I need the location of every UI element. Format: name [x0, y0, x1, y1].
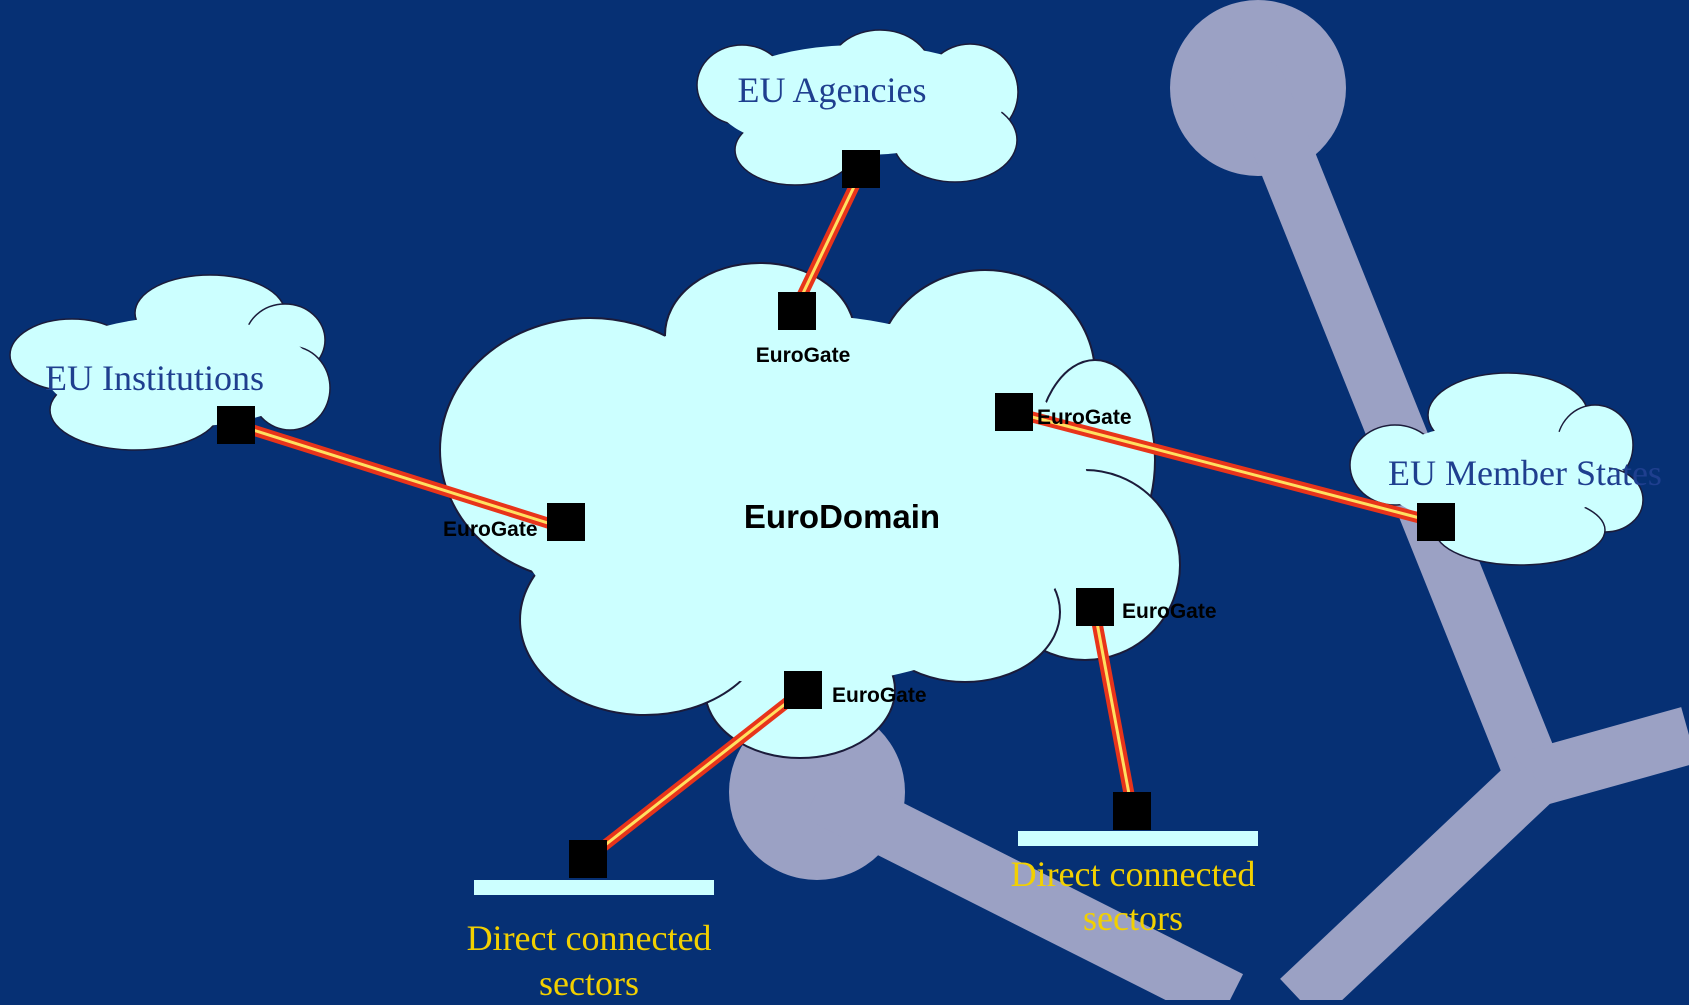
gateway-node-member-states-cloud: [1417, 503, 1455, 541]
eu-institutions-cloud: [9, 274, 331, 451]
gateway-node-eurogate-right-lower: [1076, 588, 1114, 626]
eu-institutions-label: EU Institutions: [45, 358, 264, 398]
gateway-node-sector-right: [1113, 792, 1151, 830]
eu-agencies-label: EU Agencies: [738, 70, 927, 110]
eurogate-label-left: EuroGate: [443, 518, 538, 541]
eurodomain-label: EuroDomain: [744, 498, 940, 535]
gateway-node-eurogate-top: [778, 292, 816, 330]
link-agencies: [790, 167, 867, 313]
sector-bar-right: [1018, 831, 1258, 846]
sector-left-label-line2: sectors: [539, 963, 639, 1000]
gateway-node-eurogate-bottom: [784, 671, 822, 709]
eu-member-states-label: EU Member States: [1388, 453, 1662, 493]
link-sector-left: [582, 685, 807, 865]
link-member-states: [1011, 406, 1437, 528]
eurogate-label-top: EuroGate: [756, 344, 851, 367]
sector-right-label-line1: Direct connected: [1011, 854, 1256, 894]
gateway-node-eurogate-left: [547, 503, 585, 541]
gateway-node-institutions-cloud: [217, 406, 255, 444]
gateway-node-sector-left: [569, 840, 607, 878]
gateway-node-agencies-cloud: [842, 150, 880, 188]
eurogate-label-bottom: EuroGate: [832, 684, 927, 707]
sector-bar-left: [474, 880, 714, 895]
gateway-nodes: [217, 150, 1455, 878]
sector-left-label-line1: Direct connected: [467, 918, 712, 958]
sector-right-label-line2: sectors: [1083, 898, 1183, 938]
link-sector-right: [1089, 610, 1138, 812]
gateway-node-eurogate-right-upper: [995, 393, 1033, 431]
eu-member-states-cloud: [1349, 372, 1644, 566]
eurogate-label-right-lower: EuroGate: [1122, 600, 1217, 623]
eurogate-label-right-upper: EuroGate: [1037, 406, 1132, 429]
eu-agencies-cloud: [696, 29, 1019, 186]
link-institutions: [235, 419, 572, 536]
